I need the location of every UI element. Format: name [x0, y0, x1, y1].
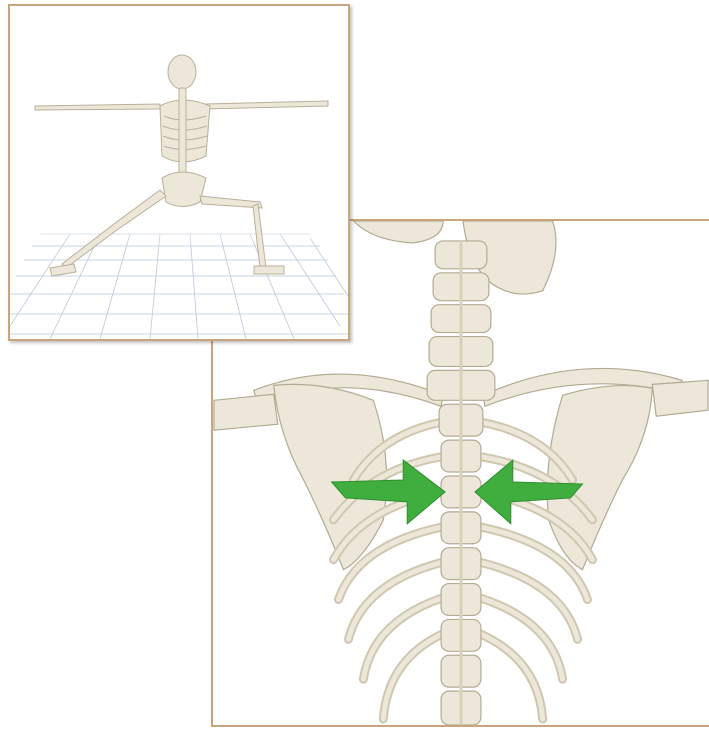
inset-skeleton-panel	[8, 4, 350, 341]
right-scapula	[547, 386, 652, 570]
left-scapula	[274, 384, 387, 569]
skeleton-full-body-image	[10, 6, 348, 339]
spine	[427, 241, 495, 725]
grid-floor	[10, 234, 348, 339]
